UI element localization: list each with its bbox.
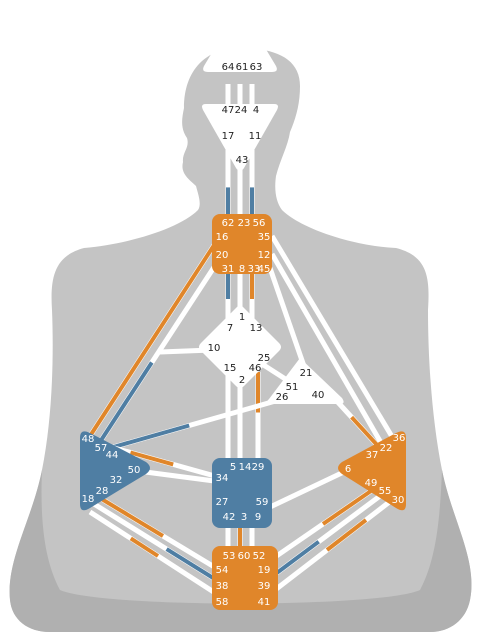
gate-21: 21 [300, 368, 313, 379]
gate-18: 18 [82, 494, 95, 505]
gate-29: 29 [252, 462, 265, 473]
gate-47: 47 [222, 105, 235, 116]
gate-10: 10 [208, 343, 221, 354]
sacral-center [212, 458, 272, 528]
gate-6: 6 [345, 464, 351, 475]
gate-57: 57 [95, 443, 108, 454]
gate-25: 25 [258, 353, 271, 364]
root-center [212, 546, 278, 610]
channel-22-activation-0 [129, 450, 174, 467]
centers [80, 6, 406, 610]
gate-42: 42 [223, 512, 236, 523]
gate-13: 13 [250, 323, 263, 334]
gate-17: 17 [222, 131, 235, 142]
gate-15: 15 [224, 363, 237, 374]
gate-31: 31 [222, 264, 235, 275]
ajna-center [202, 104, 278, 171]
head-center [203, 6, 277, 72]
gate-63: 63 [250, 62, 263, 73]
gate-55: 55 [379, 486, 392, 497]
gate-16: 16 [216, 232, 229, 243]
gate-28: 28 [96, 486, 109, 497]
gate-44: 44 [106, 450, 119, 461]
gate-38: 38 [216, 581, 229, 592]
gate-4: 4 [253, 105, 259, 116]
gate-54: 54 [216, 565, 229, 576]
channel-19-activation-0 [109, 423, 190, 450]
gate-51: 51 [286, 382, 299, 393]
gate-1: 1 [239, 312, 245, 323]
gate-58: 58 [216, 597, 229, 608]
gate-23: 23 [238, 218, 251, 229]
gate-11: 11 [249, 131, 262, 142]
gate-62: 62 [222, 218, 235, 229]
gate-35: 35 [258, 232, 271, 243]
gate-37: 37 [366, 450, 379, 461]
gate-59: 59 [256, 497, 269, 508]
gate-40: 40 [312, 390, 325, 401]
gate-5: 5 [230, 462, 236, 473]
channel-20-activation-0 [350, 415, 380, 448]
channel-29-activation-0 [325, 518, 368, 552]
gate-41: 41 [258, 597, 271, 608]
gate-60: 60 [238, 551, 251, 562]
channel-12 [269, 252, 387, 450]
solar-plexus-center [338, 431, 406, 511]
gate-61: 61 [236, 62, 249, 73]
channel-9-activation-0 [88, 234, 222, 438]
gate-27: 27 [216, 497, 229, 508]
gate-19: 19 [258, 565, 271, 576]
channel-10-activation-0 [94, 361, 154, 450]
gate-48: 48 [82, 434, 95, 445]
gate-8: 8 [239, 264, 245, 275]
gate-26: 26 [276, 392, 289, 403]
gate-7: 7 [227, 323, 233, 334]
gate-3: 3 [241, 512, 247, 523]
gate-45: 45 [258, 264, 271, 275]
gate-43: 43 [236, 155, 249, 166]
channel-26-activation-0 [129, 536, 160, 558]
gate-24: 24 [235, 105, 248, 116]
gate-12: 12 [258, 250, 271, 261]
gate-46: 46 [249, 363, 262, 374]
gate-22: 22 [380, 443, 393, 454]
ego-center [266, 358, 344, 404]
gate-56: 56 [253, 218, 266, 229]
spleen-center [80, 431, 150, 511]
channel-11 [269, 234, 397, 442]
g-center [199, 304, 281, 388]
gate-49: 49 [365, 478, 378, 489]
gate-32: 32 [110, 475, 123, 486]
gate-64: 64 [222, 62, 235, 73]
channel-24-activation-0 [98, 496, 165, 538]
gate-34: 34 [216, 473, 229, 484]
gate-2: 2 [239, 375, 245, 386]
gate-30: 30 [392, 495, 405, 506]
channel-23 [266, 467, 350, 511]
gate-33: 33 [248, 264, 261, 275]
silhouette-lower-shade [9, 470, 472, 632]
gate-14: 14 [239, 462, 252, 473]
gate-53: 53 [223, 551, 236, 562]
gate-36: 36 [393, 433, 406, 444]
gate-39: 39 [258, 581, 271, 592]
throat-center [212, 214, 272, 274]
gate-52: 52 [253, 551, 266, 562]
channel-13 [267, 267, 309, 373]
gate-20: 20 [216, 250, 229, 261]
gate-50: 50 [128, 465, 141, 476]
gate-9: 9 [255, 512, 261, 523]
